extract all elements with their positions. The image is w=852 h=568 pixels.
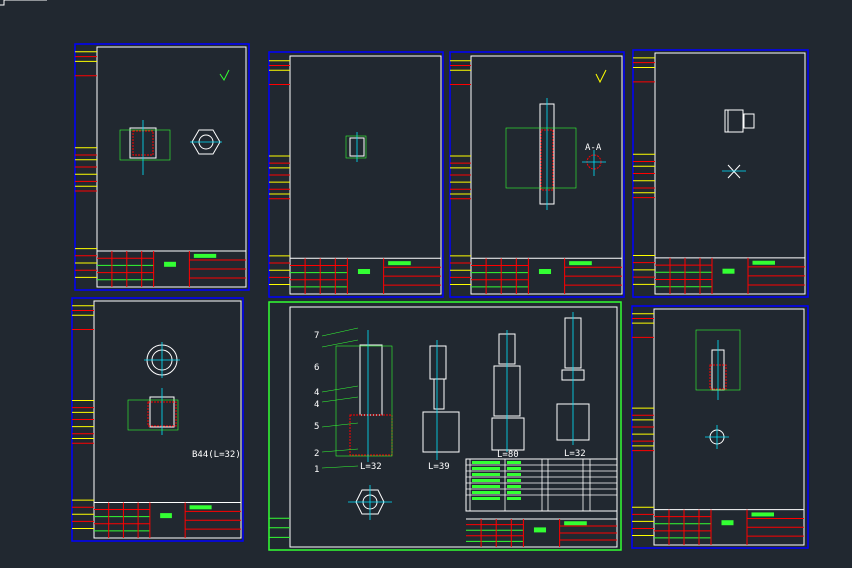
balloon-6: 6 (314, 363, 319, 373)
balloon-5: 5 (314, 422, 319, 432)
ucs-marker (0, 0, 47, 6)
block-view[interactable] (724, 109, 755, 133)
drawing-sheet-4[interactable] (632, 49, 809, 298)
section-label-a-a: A-A (585, 143, 602, 153)
assembly-view-l80[interactable] (491, 330, 525, 452)
view-label-3: L=80 (497, 450, 519, 460)
drawing-sheet-7[interactable] (631, 305, 809, 549)
balloon-2: 2 (314, 449, 319, 459)
screw-view[interactable] (695, 329, 741, 400)
view-label-1: L=32 (360, 462, 382, 472)
sleeve-view[interactable] (505, 98, 577, 210)
roughness-mark-yellow[interactable] (595, 69, 607, 84)
section-a-a[interactable] (582, 150, 606, 176)
assembly-hex-view[interactable] (348, 485, 392, 520)
pin-view[interactable] (345, 132, 367, 162)
assembly-section-view[interactable] (321, 327, 393, 469)
balloon-4a: 4 (314, 388, 319, 398)
drawing-sheet-6[interactable] (268, 301, 622, 551)
assembly-view-l39[interactable] (422, 340, 460, 460)
screw-cross[interactable] (705, 425, 729, 449)
parts-list-table (465, 458, 618, 512)
drawing-sheet-1[interactable] (74, 43, 250, 291)
part-caption: B44(L=32) (192, 450, 241, 460)
roughness-mark[interactable] (219, 69, 230, 81)
drawing-sheet-5[interactable] (71, 297, 244, 542)
nut-section-view[interactable] (119, 120, 171, 175)
ring-nut-section[interactable] (127, 388, 179, 435)
balloon-4b: 4 (314, 400, 319, 410)
view-label-2: L=39 (428, 462, 450, 472)
balloon-7: 7 (314, 331, 319, 341)
block-cross[interactable] (722, 164, 746, 179)
nut-hex-view[interactable] (190, 129, 222, 155)
drawing-sheet-3[interactable] (449, 51, 625, 298)
view-label-4: L=32 (564, 449, 586, 459)
ring-nut-top[interactable] (144, 342, 180, 378)
assembly-view-l32b[interactable] (556, 312, 590, 445)
drawing-sheet-2[interactable] (268, 51, 444, 298)
balloon-1: 1 (314, 465, 319, 475)
